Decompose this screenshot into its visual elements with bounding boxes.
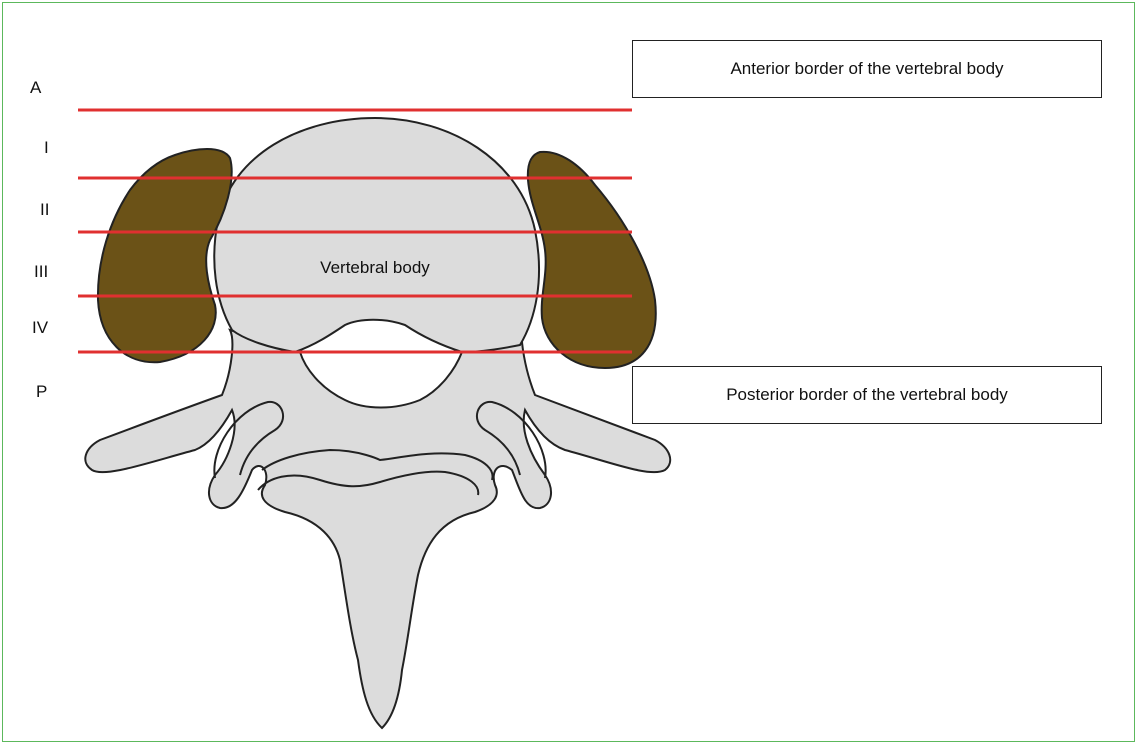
posterior-border-callout: Posterior border of the vertebral body xyxy=(632,366,1102,424)
psoas-muscle-left xyxy=(98,149,232,362)
vertebral-body xyxy=(214,118,539,352)
zone-label-iii: III xyxy=(34,262,74,282)
anterior-border-callout: Anterior border of the vertebral body xyxy=(632,40,1102,98)
zone-label-a: A xyxy=(30,78,70,98)
zone-label-i: I xyxy=(44,138,84,158)
zone-label-p: P xyxy=(36,382,76,402)
zone-label-iv: IV xyxy=(32,318,72,338)
neural-arch xyxy=(85,325,670,728)
vertebral-body-label: Vertebral body xyxy=(280,258,470,278)
zone-label-ii: II xyxy=(40,200,80,220)
psoas-muscle-right xyxy=(528,152,656,368)
